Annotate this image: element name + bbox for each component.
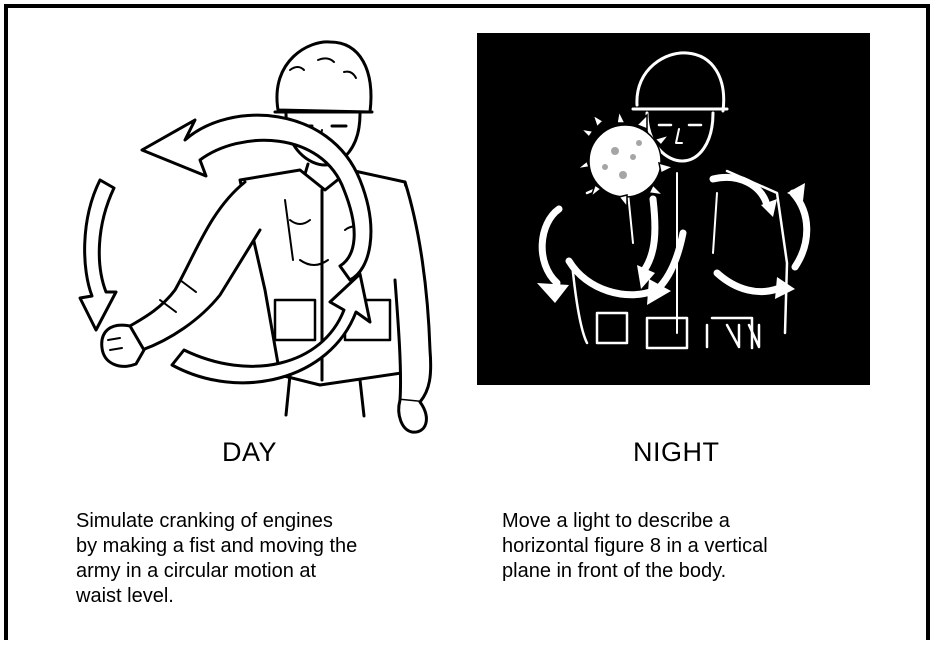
night-soldier-illustration	[477, 33, 870, 385]
day-description-line: by making a fist and moving the	[76, 534, 456, 559]
day-heading: DAY	[222, 437, 277, 468]
day-description-line: Simulate cranking of engines	[76, 509, 456, 534]
night-signal-drawing	[477, 33, 870, 385]
day-soldier-illustration	[60, 30, 450, 440]
night-description-line: plane in front of the body.	[502, 559, 882, 584]
night-description-line: horizontal figure 8 in a vertical	[502, 534, 882, 559]
day-signal-drawing	[60, 30, 450, 440]
day-description-line: waist level.	[76, 584, 456, 609]
night-description-line: Move a light to describe a	[502, 509, 882, 534]
night-description: Move a light to describe a horizontal fi…	[502, 509, 882, 584]
day-description-line: army in a circular motion at	[76, 559, 456, 584]
day-description: Simulate cranking of engines by making a…	[76, 509, 456, 609]
night-heading: NIGHT	[633, 437, 720, 468]
